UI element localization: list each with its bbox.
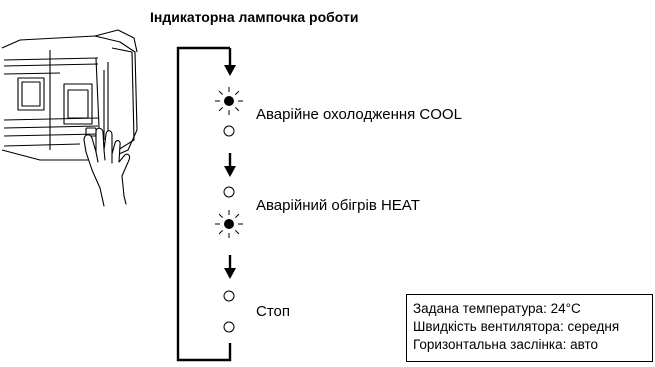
down-arrow-icon — [224, 48, 236, 76]
off-lamp-icon — [223, 290, 235, 302]
diagram-title: Індикаторна лампочка роботи — [150, 9, 359, 25]
down-arrow-icon — [224, 153, 236, 177]
flow-bracket — [176, 46, 232, 362]
mode-label-stop: Стоп — [256, 303, 290, 320]
note-line-temperature: Задана температура: 24°C — [413, 301, 581, 316]
ac-unit-illustration — [1, 29, 138, 161]
blinking-lamp-icon — [215, 210, 243, 238]
down-arrow-icon — [224, 255, 236, 279]
off-lamp-icon — [223, 186, 235, 198]
note-line-louver: Горизонтальна заслінка: авто — [413, 337, 599, 352]
off-lamp-icon — [223, 125, 235, 137]
mode-label-cool: Аварійне охолодження COOL — [256, 106, 462, 123]
blinking-lamp-icon — [215, 87, 243, 115]
note-line-fan-speed: Швидкість вентилятора: середня — [413, 319, 620, 334]
mode-label-heat: Аварійний обігрів HEAT — [256, 197, 420, 214]
off-lamp-icon — [223, 321, 235, 333]
hand-pressing-button-illustration — [83, 127, 131, 207]
settings-note-box: Задана температура: 24°C Швидкість венти… — [406, 294, 653, 362]
